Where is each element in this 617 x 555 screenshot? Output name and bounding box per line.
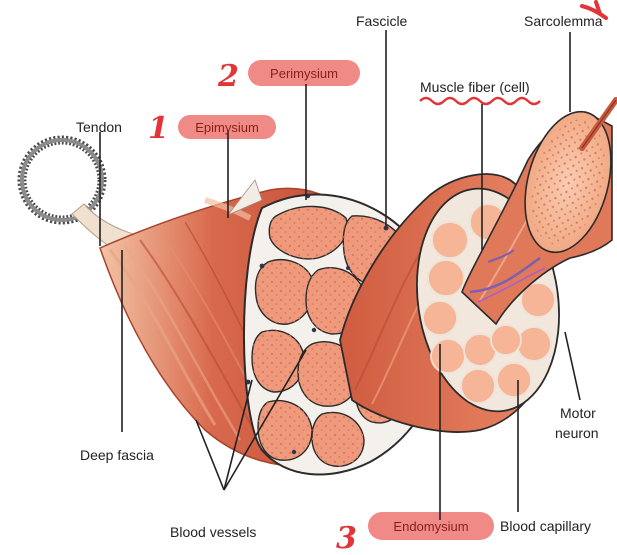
label-perimysium: Perimysium [270,66,338,81]
label-motor-neuron-line2: neuron [555,425,599,441]
tendon-structure [22,140,140,252]
label-sarcolemma: Sarcolemma [524,13,603,29]
annotation-number-2: 2 [217,59,239,94]
label-fascicle: Fascicle [356,13,408,29]
label-tendon: Tendon [76,119,122,135]
annotation-number-1: 1 [148,111,169,146]
label-endomysium: Endomysium [393,519,468,534]
label-blood-vessels: Blood vessels [170,524,256,540]
label-epimysium: Epimysium [195,120,259,135]
label-motor-neuron-line1: Motor [560,405,596,421]
muscle-fiber-red-underline [420,98,540,104]
label-deep-fascia: Deep fascia [80,447,154,463]
label-muscle-fiber: Muscle fiber (cell) [420,79,530,95]
annotation-number-3: 3 [336,521,357,555]
label-blood-capillary: Blood capillary [500,518,591,534]
